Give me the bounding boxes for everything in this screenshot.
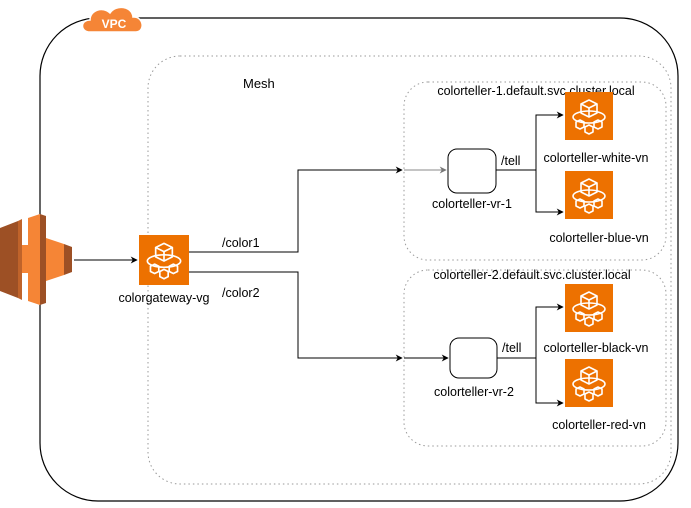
route-label-color1: /color1: [222, 236, 260, 250]
virtual-node-blue-label: colorteller-blue-vn: [549, 231, 648, 245]
route-label-color2: /color2: [222, 286, 260, 300]
app-mesh-icon: [565, 284, 613, 332]
virtual-node-white-label: colorteller-white-vn: [544, 151, 649, 165]
router-1-label: colorteller-vr-1: [432, 197, 512, 211]
app-mesh-icon: [565, 92, 613, 140]
mesh-container: Mesh: [147, 55, 672, 485]
router-2-route-label: /tell: [502, 341, 521, 355]
router-2-label: colorteller-vr-2: [434, 385, 514, 399]
cloud-icon: [81, 6, 143, 33]
connectors: [74, 111, 564, 407]
virtual-router-1[interactable]: colorteller-vr-1: [432, 148, 512, 211]
gateway-node[interactable]: colorgateway-vg: [118, 235, 210, 305]
router-1-route-label: /tell: [501, 154, 520, 168]
app-mesh-icon: [565, 359, 613, 407]
mesh-label: Mesh: [243, 76, 275, 91]
vpc-label: VPC: [102, 17, 127, 31]
virtual-node-red[interactable]: colorteller-red-vn: [552, 359, 646, 432]
namespace-2-label: colorteller-2.default.svc.cluster.local: [433, 268, 630, 282]
virtual-node-black[interactable]: colorteller-black-vn: [544, 284, 649, 355]
gateway-label: colorgateway-vg: [118, 291, 209, 305]
app-mesh-icon: [139, 235, 189, 285]
virtual-node-blue[interactable]: colorteller-blue-vn: [549, 171, 649, 245]
virtual-node-black-label: colorteller-black-vn: [544, 341, 649, 355]
load-balancer-icon: [0, 214, 72, 305]
virtual-router-2[interactable]: colorteller-vr-2: [434, 337, 514, 399]
namespace-2-container: colorteller-2.default.svc.cluster.local: [403, 268, 667, 447]
virtual-node-white[interactable]: colorteller-white-vn: [544, 92, 649, 165]
virtual-node-red-label: colorteller-red-vn: [552, 418, 646, 432]
app-mesh-icon: [565, 171, 613, 219]
vpc-container: VPC: [39, 6, 679, 502]
